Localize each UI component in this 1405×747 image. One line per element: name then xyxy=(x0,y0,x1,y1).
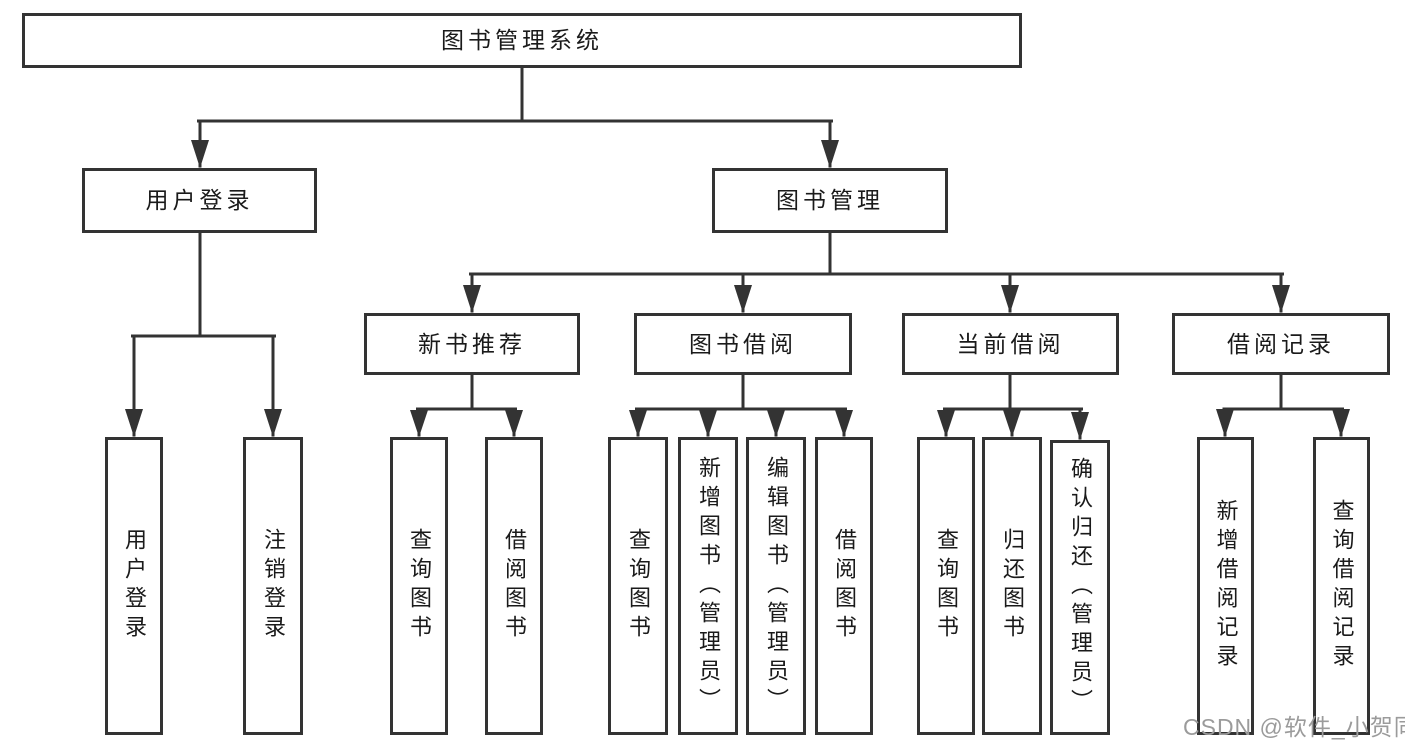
node-user-login: 用户登录 xyxy=(82,168,317,233)
leaf-query-books-recommend-label: 查询图书 xyxy=(407,528,432,644)
leaf-add-book-admin: 新增图书（管理员） xyxy=(678,437,738,735)
node-user-login-label: 用户登录 xyxy=(145,187,254,213)
leaf-query-books-current-label: 查询图书 xyxy=(934,528,959,644)
node-book-management-label: 图书管理 xyxy=(776,187,884,213)
leaf-borrow-books-recommend: 借阅图书 xyxy=(485,437,543,735)
leaf-query-books-recommend: 查询图书 xyxy=(390,437,448,735)
leaf-add-book-admin-label: 新增图书（管理员） xyxy=(696,455,721,717)
node-new-book-recommend: 新书推荐 xyxy=(364,313,580,375)
csdn-watermark: CSDN @软件_小贺同学 xyxy=(1183,714,1405,740)
leaf-confirm-return-admin: 确认归还（管理员） xyxy=(1050,440,1110,735)
node-borrow-record-label: 借阅记录 xyxy=(1227,330,1335,357)
node-current-borrow-label: 当前借阅 xyxy=(956,330,1065,357)
node-root-label: 图书管理系统 xyxy=(441,27,603,53)
leaf-query-books-borrow: 查询图书 xyxy=(608,437,668,735)
leaf-logout: 注销登录 xyxy=(243,437,303,735)
leaf-add-borrow-record: 新增借阅记录 xyxy=(1197,437,1254,735)
leaf-user-login-label: 用户登录 xyxy=(122,528,147,644)
leaf-query-books-current: 查询图书 xyxy=(917,437,975,735)
leaf-query-books-borrow-label: 查询图书 xyxy=(626,528,651,644)
leaf-return-book: 归还图书 xyxy=(982,437,1042,735)
leaf-borrow-books: 借阅图书 xyxy=(815,437,873,735)
leaf-edit-book-admin: 编辑图书（管理员） xyxy=(746,437,806,735)
node-borrow-record: 借阅记录 xyxy=(1172,313,1390,375)
node-new-book-recommend-label: 新书推荐 xyxy=(418,330,526,357)
node-root: 图书管理系统 xyxy=(22,13,1022,68)
leaf-confirm-return-admin-label: 确认归还（管理员） xyxy=(1068,457,1093,718)
leaf-add-borrow-record-label: 新增借阅记录 xyxy=(1213,499,1239,673)
node-current-borrow: 当前借阅 xyxy=(902,313,1119,375)
leaf-logout-label: 注销登录 xyxy=(261,528,286,644)
leaf-user-login: 用户登录 xyxy=(105,437,163,735)
leaf-borrow-books-label: 借阅图书 xyxy=(832,528,857,644)
leaf-query-borrow-record: 查询借阅记录 xyxy=(1313,437,1370,735)
node-book-borrow-label: 图书借阅 xyxy=(689,330,797,357)
node-book-management: 图书管理 xyxy=(712,168,948,233)
leaf-query-borrow-record-label: 查询借阅记录 xyxy=(1329,499,1355,673)
node-book-borrow: 图书借阅 xyxy=(634,313,852,375)
leaf-return-book-label: 归还图书 xyxy=(1000,528,1025,644)
leaf-edit-book-admin-label: 编辑图书（管理员） xyxy=(764,455,789,717)
leaf-borrow-books-recommend-label: 借阅图书 xyxy=(502,528,527,644)
